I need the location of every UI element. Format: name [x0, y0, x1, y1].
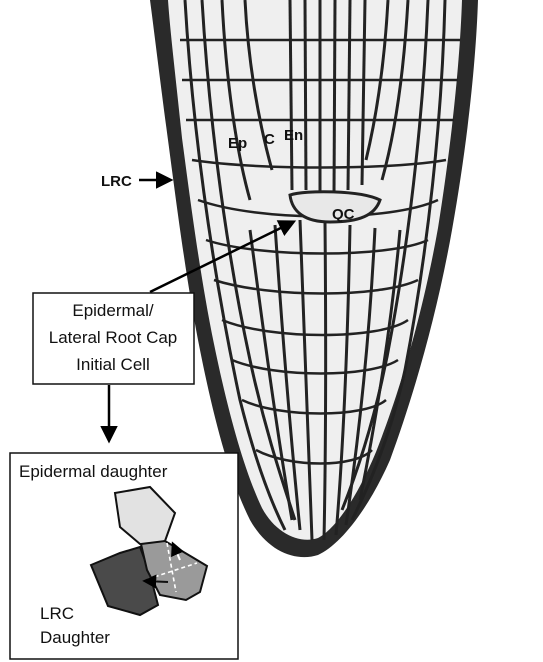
initial-cell-line1: Epidermal/ [72, 301, 154, 320]
label-c: C [264, 131, 275, 148]
inset-lrc-line2: Daughter [40, 628, 110, 647]
label-en: En [284, 127, 303, 144]
inset-lrc-line1: LRC [40, 604, 74, 623]
dark-arrow-left [145, 581, 168, 582]
inset-box: Epidermal daughter LRC Daughter [10, 453, 238, 659]
label-lrc: LRC [101, 173, 132, 190]
initial-cell-box: Epidermal/ Lateral Root Cap Initial Cell [33, 293, 194, 384]
initial-cell-line2: Lateral Root Cap [49, 328, 178, 347]
inset-title: Epidermal daughter [19, 462, 168, 481]
initial-cell-line3: Initial Cell [76, 355, 150, 374]
label-ep: Ep [228, 135, 247, 152]
label-qc: QC [332, 206, 355, 223]
